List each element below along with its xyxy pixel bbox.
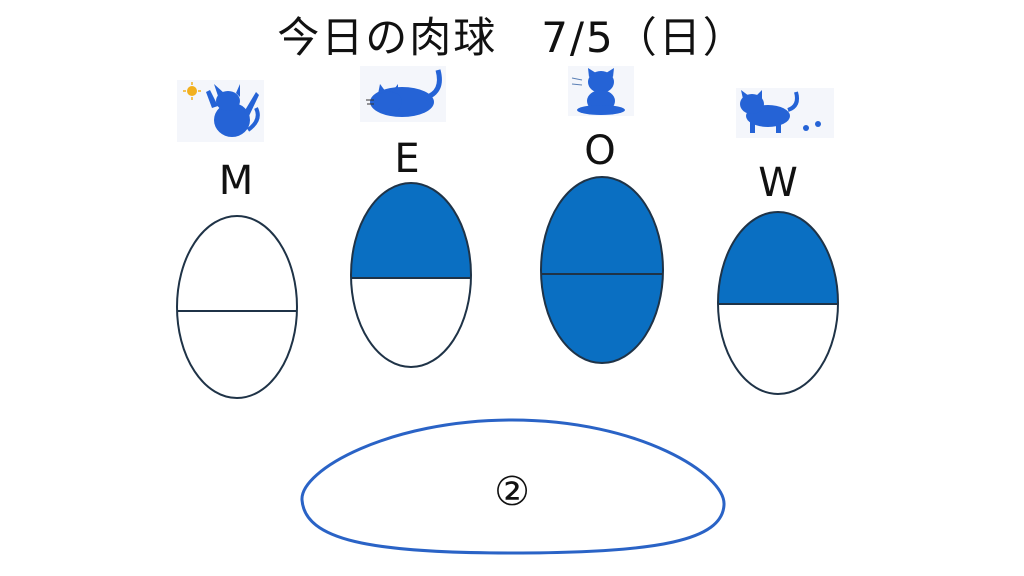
big-paw-pad: ② <box>300 418 726 555</box>
letter-m: M <box>218 158 254 204</box>
paw-pad-w <box>717 211 839 395</box>
letter-w: W <box>758 160 798 206</box>
letter-e: E <box>394 136 420 182</box>
cat-meditating-icon <box>568 66 634 116</box>
cat-sleeping-icon <box>360 66 446 122</box>
paw-pad-o <box>540 176 664 364</box>
cat-stretching-sun-icon <box>177 80 264 142</box>
letter-o: O <box>584 128 616 174</box>
page-title: 今日の肉球 7/5（日） <box>277 13 747 62</box>
big-pad-label: ② <box>494 469 530 515</box>
paw-pad-m <box>176 215 298 399</box>
cat-walking-pawprints-icon <box>736 88 834 138</box>
paw-pad-e <box>350 182 472 368</box>
